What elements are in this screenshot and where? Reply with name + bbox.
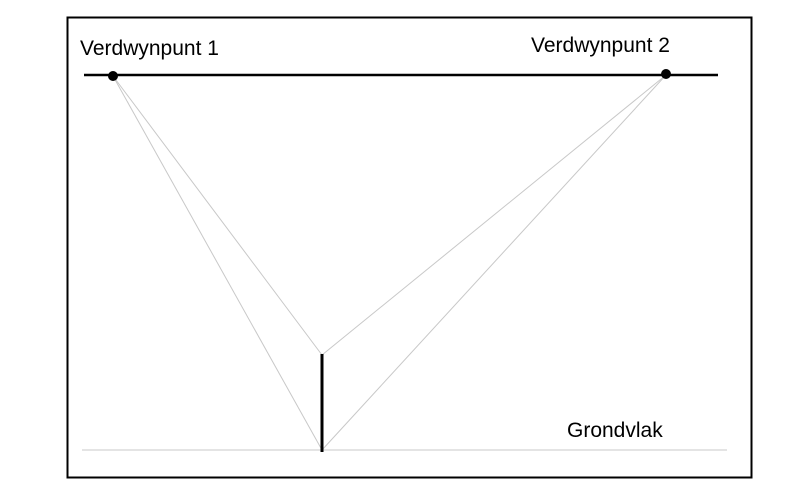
ground-plane-label: Grondvlak xyxy=(567,419,663,442)
construction-line-vp1-top xyxy=(112,75,323,356)
diagram-border xyxy=(66,16,753,479)
construction-line-vp1-bottom xyxy=(112,75,323,451)
vanishing-point-2-label: Verdwynpunt 2 xyxy=(531,34,670,57)
construction-line-vp2-top xyxy=(321,74,667,356)
vanishing-point-1-label: Verdwynpunt 1 xyxy=(80,37,219,60)
construction-line-vp2-bottom xyxy=(321,74,667,451)
vanishing-point-2-dot xyxy=(661,69,671,79)
vanishing-point-1-dot xyxy=(108,71,118,81)
